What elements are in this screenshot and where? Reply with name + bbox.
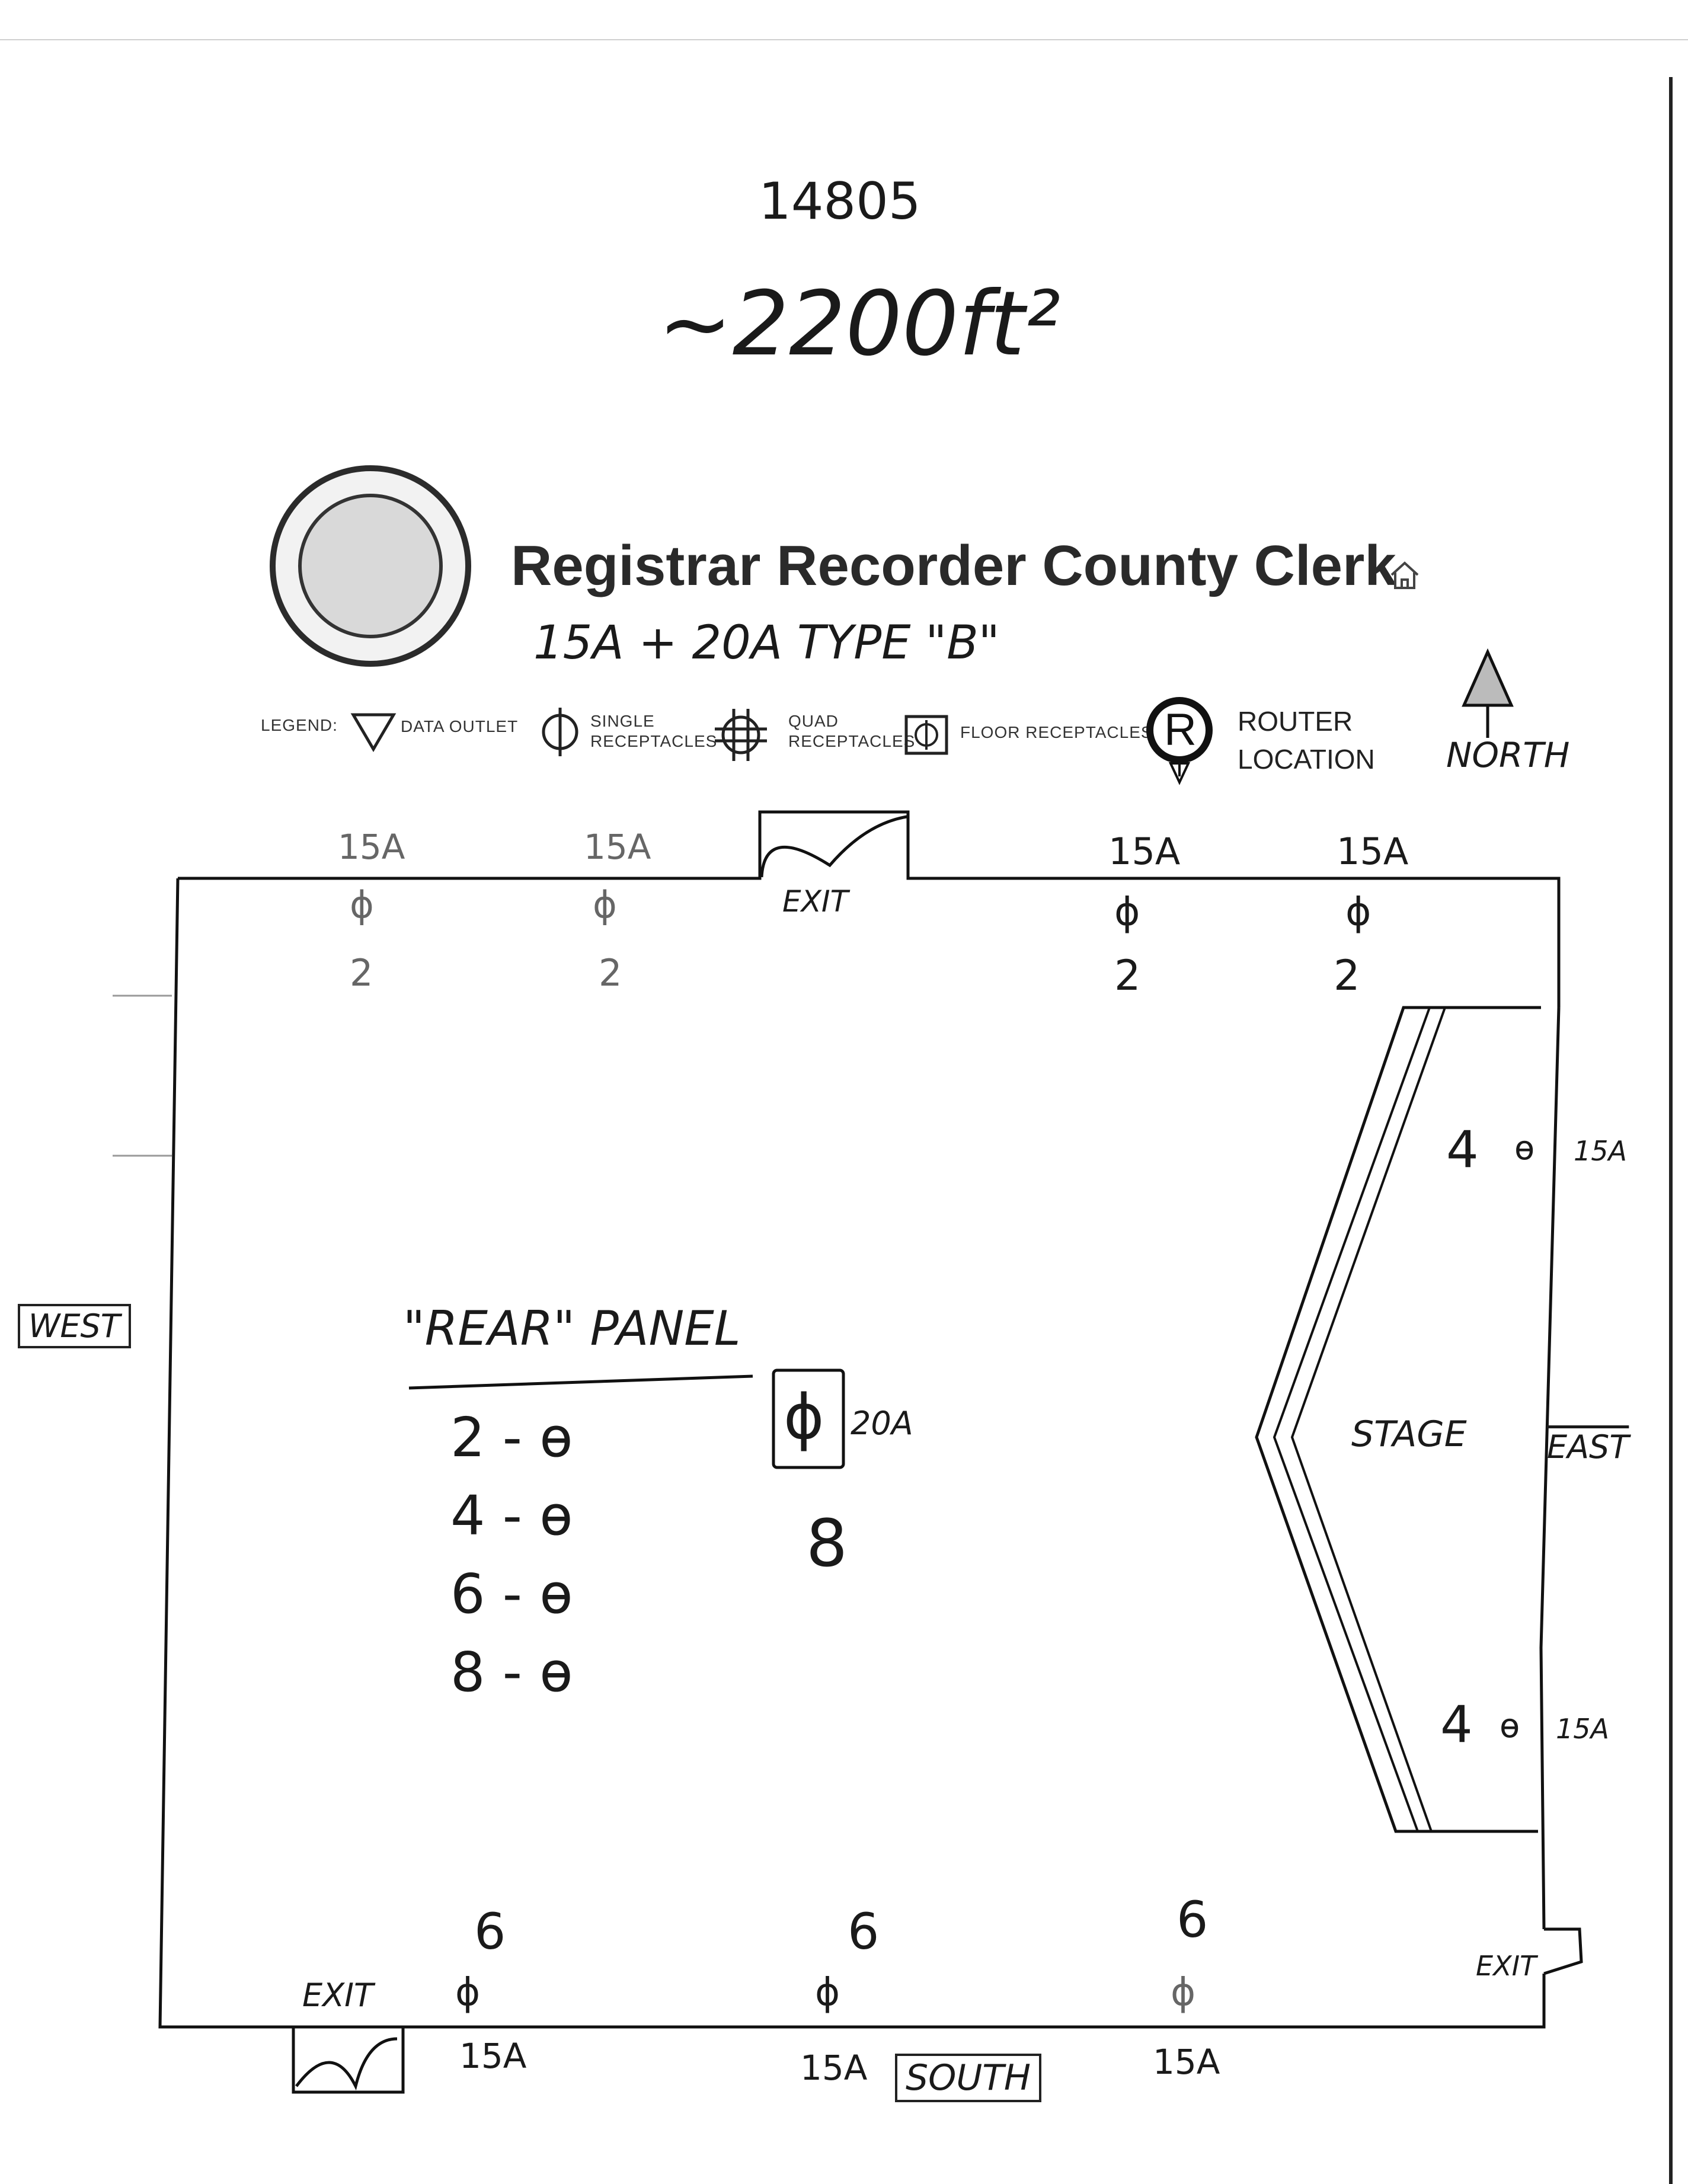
legend-quad-line2: RECEPTACLES <box>788 732 916 750</box>
south-outlet-1-count: 6 <box>474 1902 506 1961</box>
area-estimate: ~2200ft² <box>658 273 1061 376</box>
north-outlet-2-count: 2 <box>599 951 622 995</box>
south-outlet-2-symbol: ɸ <box>815 1971 840 2014</box>
legend-quad-line1: QUAD <box>788 712 839 730</box>
data-outlet-icon <box>350 711 397 753</box>
top-border <box>0 39 1688 40</box>
north-outlet-4-symbol: ɸ <box>1345 889 1371 935</box>
rear-panel-row: 8 - ɵ <box>450 1641 573 1704</box>
north-outlet-3-symbol: ɸ <box>1114 889 1140 935</box>
legend-single-line1: SINGLE <box>590 712 655 730</box>
north-outlet-1-amp: 15A <box>338 827 405 867</box>
south-exit-swing <box>295 2037 398 2091</box>
quad-receptacle-icon <box>711 705 771 765</box>
south-exit-label: EXIT <box>302 1977 374 2014</box>
south-exit-door <box>292 2027 405 2094</box>
single-receptacle-icon <box>539 705 581 759</box>
stage-edge-3 <box>1290 1007 1446 1832</box>
east-outlet-1-symbol: ɵ <box>1514 1129 1535 1168</box>
floor-receptacle-count: 8 <box>806 1505 848 1581</box>
stage-edge-2 <box>1273 1007 1431 1832</box>
floor-receptacle-symbol: ɸ <box>784 1381 824 1453</box>
rear-panel-underline <box>408 1374 753 1390</box>
west-south-wall <box>158 878 1546 2029</box>
south-outlet-2-amp: 15A <box>800 2048 868 2088</box>
page-title: Registrar Recorder County Clerk <box>511 534 1396 597</box>
east-outlet-2-count: 4 <box>1440 1695 1473 1754</box>
rear-panel-list: 2 - ɵ 4 - ɵ 6 - ɵ 8 - ɵ <box>450 1399 573 1712</box>
legend-single-line2: RECEPTACLES <box>590 732 718 750</box>
north-wall <box>178 810 1561 1008</box>
legend-router: ROUTER LOCATION <box>1238 702 1375 778</box>
east-exit-door <box>1543 1927 1583 1975</box>
county-seal <box>270 465 471 667</box>
east-outlet-1-count: 4 <box>1446 1120 1479 1179</box>
floor-receptacle-box <box>772 1368 845 1469</box>
north-outlet-1-count: 2 <box>350 951 373 995</box>
south-outlet-1-symbol: ɸ <box>455 1971 481 2014</box>
floor-receptacle-icon <box>904 714 949 756</box>
legend-quad: QUAD RECEPTACLES <box>788 711 915 752</box>
north-outlet-4-amp: 15A <box>1337 830 1409 873</box>
south-label: SOUTH <box>895 2054 1041 2102</box>
router-location-icon: R <box>1138 693 1221 788</box>
legend-single: SINGLE RECEPTACLES <box>590 711 717 752</box>
east-exit-label: EXIT <box>1476 1950 1537 1982</box>
handwritten-note: 15A + 20A TYPE "B" <box>533 616 1000 670</box>
north-label: NORTH <box>1446 735 1570 775</box>
south-outlet-1-amp: 15A <box>459 2036 527 2076</box>
south-outlet-3-count: 6 <box>1177 1891 1209 1949</box>
legend-router-line2: LOCATION <box>1238 744 1375 775</box>
legend-label: LEGEND: <box>261 716 338 734</box>
north-outlet-2-amp: 15A <box>584 827 651 867</box>
stage-label: STAGE <box>1351 1414 1467 1455</box>
legend-data-outlet: DATA OUTLET <box>401 717 519 736</box>
legend-floor: FLOOR RECEPTACLES <box>960 723 1153 741</box>
east-outlet-2-amp: 15A <box>1556 1713 1610 1745</box>
page-right-edge <box>1669 77 1673 2184</box>
floor-receptacle-amp: 20A <box>851 1405 913 1442</box>
east-outlet-1-amp: 15A <box>1574 1135 1628 1167</box>
north-outlet-4-count: 2 <box>1334 951 1360 1000</box>
job-number: 14805 <box>759 172 921 231</box>
east-label: EAST <box>1547 1428 1629 1466</box>
south-outlet-3-amp: 15A <box>1153 2042 1220 2082</box>
south-outlet-2-count: 6 <box>848 1902 880 1961</box>
rear-panel-title: "REAR" PANEL <box>403 1301 741 1356</box>
north-outlet-2-symbol: ɸ <box>593 883 617 926</box>
home-icon[interactable] <box>1387 557 1422 593</box>
router-letter: R <box>1164 705 1197 755</box>
south-outlet-3-symbol: ɸ <box>1171 1971 1196 2014</box>
east-wall <box>1539 1007 1561 1930</box>
north-exit-label: EXIT <box>782 884 849 919</box>
rear-panel-row: 6 - ɵ <box>450 1562 573 1626</box>
east-outlet-2-symbol: ɵ <box>1500 1707 1520 1745</box>
west-label: WEST <box>18 1304 131 1348</box>
rear-panel-row: 2 - ɵ <box>450 1406 573 1469</box>
north-exit-swing <box>760 815 907 878</box>
north-outlet-1-symbol: ɸ <box>350 883 374 926</box>
north-arrow-icon <box>1452 646 1523 741</box>
rear-panel-row: 4 - ɵ <box>450 1484 573 1547</box>
legend-router-line1: ROUTER <box>1238 706 1353 737</box>
north-outlet-3-amp: 15A <box>1108 830 1181 873</box>
seal-emblem <box>298 494 443 638</box>
north-outlet-3-count: 2 <box>1114 951 1141 1000</box>
stage-edge-1 <box>1255 1006 1541 1833</box>
